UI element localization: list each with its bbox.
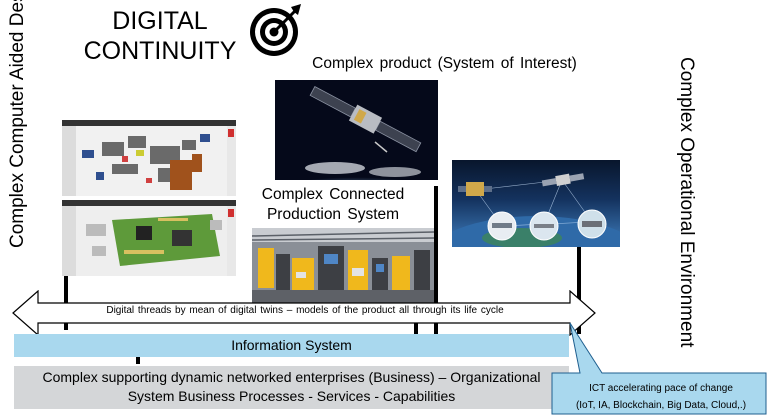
post-cad [64,270,68,330]
cad-screenshot-bottom [62,200,236,276]
digital-thread-label: Digital threads by mean of digital twins… [106,305,504,316]
title-line-1: DIGITAL [112,7,208,35]
business-layer-bar [14,366,569,409]
diagram-title: DIGITAL CONTINUITY [74,6,246,66]
satellite-in-orbit-image [275,80,438,180]
digital-thread-arrow [12,290,596,336]
information-system-bar: Information System [14,334,569,357]
business-layer-text: Complex supporting dynamic networked ent… [14,368,569,406]
production-label-line-1: Complex Connected [261,186,405,203]
operational-environment-label: Complex Operational Environment [676,57,697,348]
production-label-line-2: Production System [266,206,400,223]
ict-callout-text: ICT accelerating pace of change (IoT, IA… [556,380,766,414]
business-line-2: System Business Processes - Services - C… [127,388,456,404]
target-icon [250,4,301,56]
title-line-2: CONTINUITY [83,37,237,65]
post-business [136,352,140,364]
ict-callout-shape [551,322,767,415]
callout-line-2: (IoT, IA, Blockchain, Big Data, Cloud,.) [575,400,747,411]
product-label: Complex product (System of Interest) [312,55,577,72]
cad-system-label: Complex Computer Aided Design System [7,0,28,248]
production-system-label: Complex Connected Production System [253,185,413,225]
post-operational [577,246,581,334]
cad-screenshot-top [62,120,236,196]
business-line-1: Complex supporting dynamic networked ent… [42,369,541,385]
post-product [434,186,438,334]
production-line-image [252,228,434,304]
callout-line-1: ICT accelerating pace of change [589,383,733,394]
operational-network-image [452,160,620,247]
